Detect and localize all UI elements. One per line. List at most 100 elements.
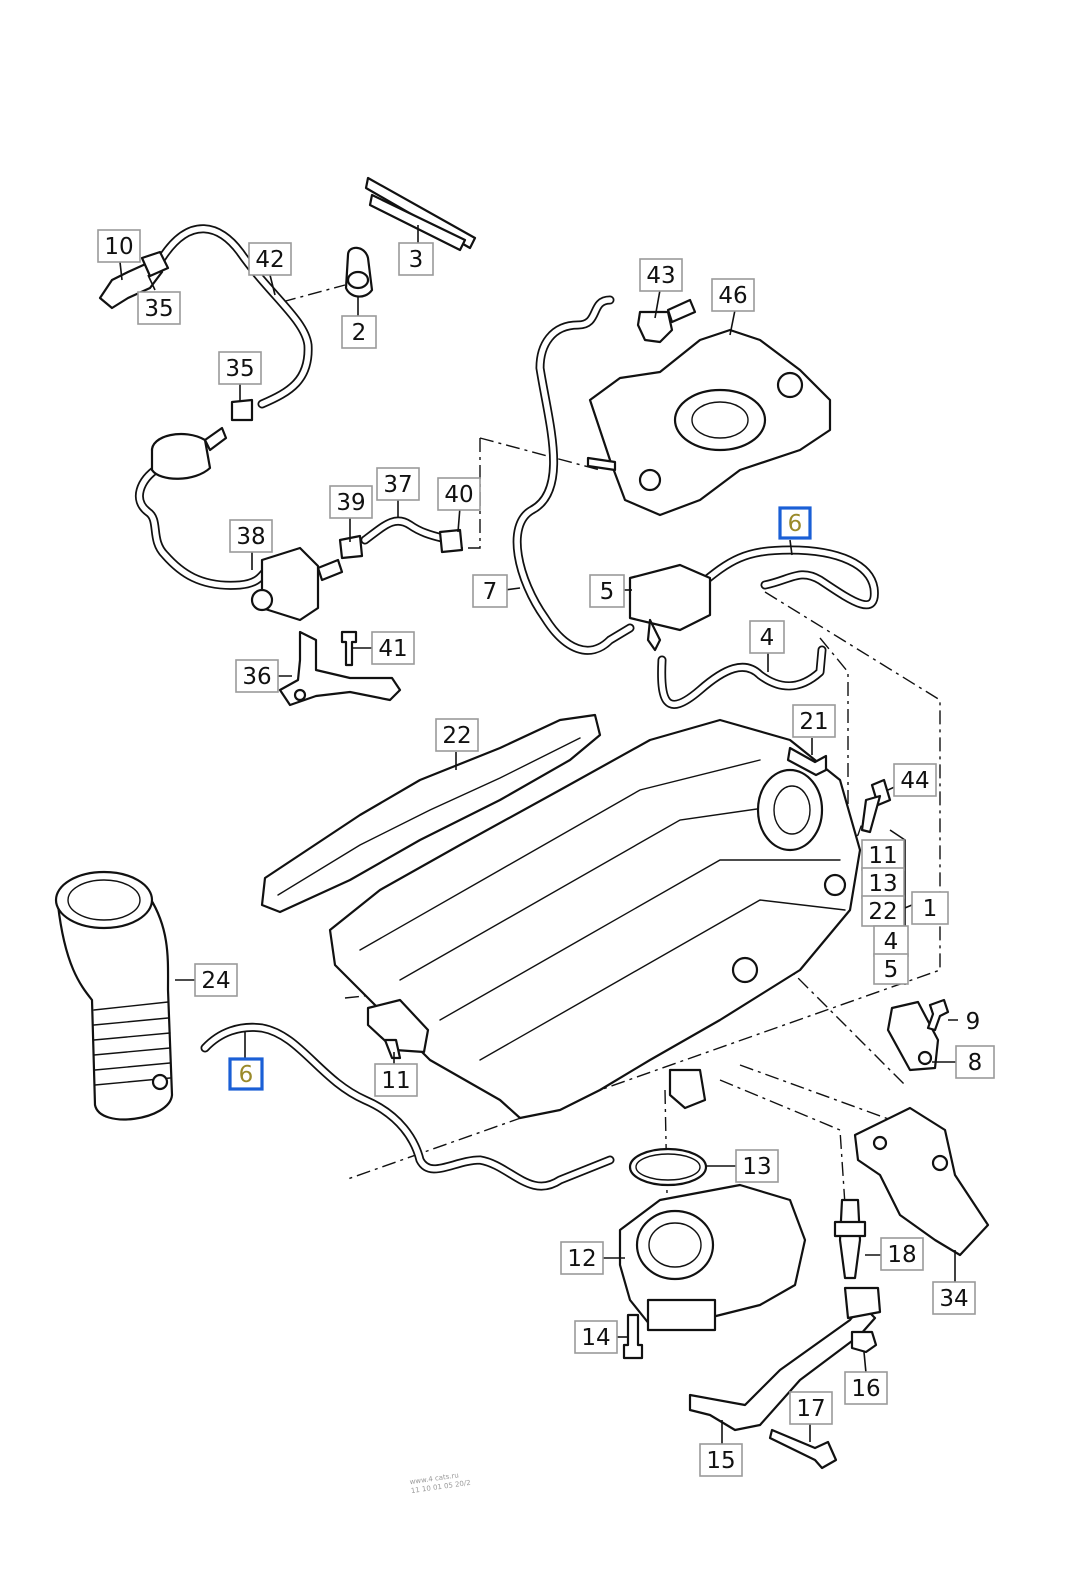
callout-18[interactable]: 18: [880, 1237, 924, 1271]
svg-text:40: 40: [444, 482, 473, 508]
hose-part-6-top: [695, 545, 879, 610]
callout-16[interactable]: 16: [844, 1371, 888, 1405]
svg-text:34: 34: [939, 1286, 968, 1312]
svg-text:18: 18: [887, 1242, 916, 1268]
svg-text:21: 21: [799, 709, 828, 735]
svg-text:9: 9: [966, 1009, 981, 1035]
svg-text:38: 38: [236, 524, 265, 550]
svg-text:24: 24: [201, 968, 230, 994]
callout-40[interactable]: 40: [437, 477, 481, 511]
cover-46: [586, 328, 832, 517]
bolt-17: [768, 1428, 838, 1470]
callout-6-top[interactable]: 6: [778, 506, 812, 540]
sensor-44: [860, 778, 892, 834]
valve-43: [636, 298, 697, 344]
hose-top-left: [134, 224, 313, 590]
callout-6-bottom[interactable]: 6: [228, 1057, 264, 1091]
clip-2: [344, 246, 374, 298]
callout-5[interactable]: 5: [589, 574, 625, 608]
callout-35-mid[interactable]: 35: [218, 351, 262, 385]
svg-text:2: 2: [352, 320, 367, 346]
callout-22-list[interactable]: 22: [861, 895, 905, 927]
filter-canister: [150, 426, 228, 480]
callout-1[interactable]: 1: [911, 891, 949, 925]
svg-text:6: 6: [239, 1062, 254, 1088]
svg-text:13: 13: [742, 1154, 771, 1180]
solenoid-valve-5: [628, 563, 712, 652]
intake-manifold: [328, 718, 862, 1120]
svg-text:1: 1: [923, 896, 938, 922]
svg-text:3: 3: [409, 247, 424, 273]
callout-42[interactable]: 42: [248, 242, 292, 276]
hose-part-6-bottom: [200, 1022, 615, 1191]
callout-46[interactable]: 46: [711, 278, 755, 312]
svg-text:41: 41: [378, 636, 407, 662]
svg-text:42: 42: [255, 247, 284, 273]
svg-text:6: 6: [788, 511, 803, 537]
screw-9: [926, 998, 950, 1032]
callout-12[interactable]: 12: [560, 1241, 604, 1275]
callout-2[interactable]: 2: [341, 315, 377, 349]
nut-16: [850, 1330, 878, 1354]
callout-8[interactable]: 8: [955, 1045, 995, 1079]
callout-38[interactable]: 38: [229, 519, 273, 553]
cable-ties-3: [364, 176, 477, 252]
clamp-40: [438, 528, 464, 554]
callout-35-top[interactable]: 35: [137, 291, 181, 325]
air-intake-hose-24: [54, 870, 174, 1121]
svg-text:36: 36: [242, 664, 271, 690]
callout-5-list[interactable]: 5: [873, 953, 909, 985]
callout-11-list[interactable]: 11: [861, 839, 905, 871]
sensor-8: [886, 1000, 940, 1072]
callout-10[interactable]: 10: [97, 229, 141, 263]
svg-text:37: 37: [383, 472, 412, 498]
callout-36[interactable]: 36: [235, 659, 279, 693]
hose-part-7: [512, 295, 635, 655]
svg-text:4: 4: [760, 625, 775, 651]
svg-text:5: 5: [884, 957, 899, 983]
callout-39[interactable]: 39: [329, 485, 373, 519]
throttle-body-12: [618, 1183, 807, 1332]
callout-24[interactable]: 24: [194, 963, 238, 997]
callout-43[interactable]: 43: [639, 258, 683, 292]
svg-text:35: 35: [144, 296, 173, 322]
callout-44[interactable]: 44: [893, 763, 937, 797]
svg-text:35: 35: [225, 356, 254, 382]
callout-7[interactable]: 7: [472, 574, 508, 608]
svg-text:11: 11: [381, 1068, 410, 1094]
svg-text:4: 4: [884, 929, 899, 955]
callout-22-gasket[interactable]: 22: [435, 718, 479, 752]
svg-text:22: 22: [442, 723, 471, 749]
hose-part-4: [657, 645, 827, 709]
watermark: www.4 cats.ru 11 10 01 05 20/2: [409, 1471, 471, 1495]
callout-15[interactable]: 15: [699, 1443, 743, 1477]
stud-18: [833, 1198, 867, 1280]
callout-4-list[interactable]: 4: [873, 925, 909, 957]
seal-ring-13: [628, 1147, 708, 1187]
svg-text:46: 46: [718, 283, 747, 309]
gasket-22: [260, 713, 602, 914]
sensor-connector-10: [98, 250, 170, 310]
callout-34[interactable]: 34: [932, 1281, 976, 1315]
svg-text:10: 10: [104, 234, 133, 260]
bolt-14: [622, 1313, 644, 1360]
bolt-41: [340, 630, 358, 667]
svg-text:12: 12: [567, 1246, 596, 1272]
svg-text:17: 17: [796, 1396, 825, 1422]
callout-13-seal[interactable]: 13: [735, 1149, 779, 1183]
callout-3[interactable]: 3: [398, 242, 434, 276]
callout-13-list[interactable]: 13: [861, 867, 905, 899]
callout-37[interactable]: 37: [376, 467, 420, 501]
svg-text:8: 8: [968, 1050, 983, 1076]
callout-11-sensor[interactable]: 11: [374, 1063, 418, 1097]
svg-text:11: 11: [868, 843, 897, 869]
bracket-34: [853, 1106, 990, 1257]
callout-14[interactable]: 14: [574, 1320, 618, 1354]
callout-17[interactable]: 17: [789, 1391, 833, 1425]
svg-text:43: 43: [646, 263, 675, 289]
callout-41[interactable]: 41: [371, 631, 415, 665]
clamp-35: [230, 398, 254, 422]
callout-4-top[interactable]: 4: [749, 620, 785, 654]
callout-21[interactable]: 21: [792, 704, 836, 738]
